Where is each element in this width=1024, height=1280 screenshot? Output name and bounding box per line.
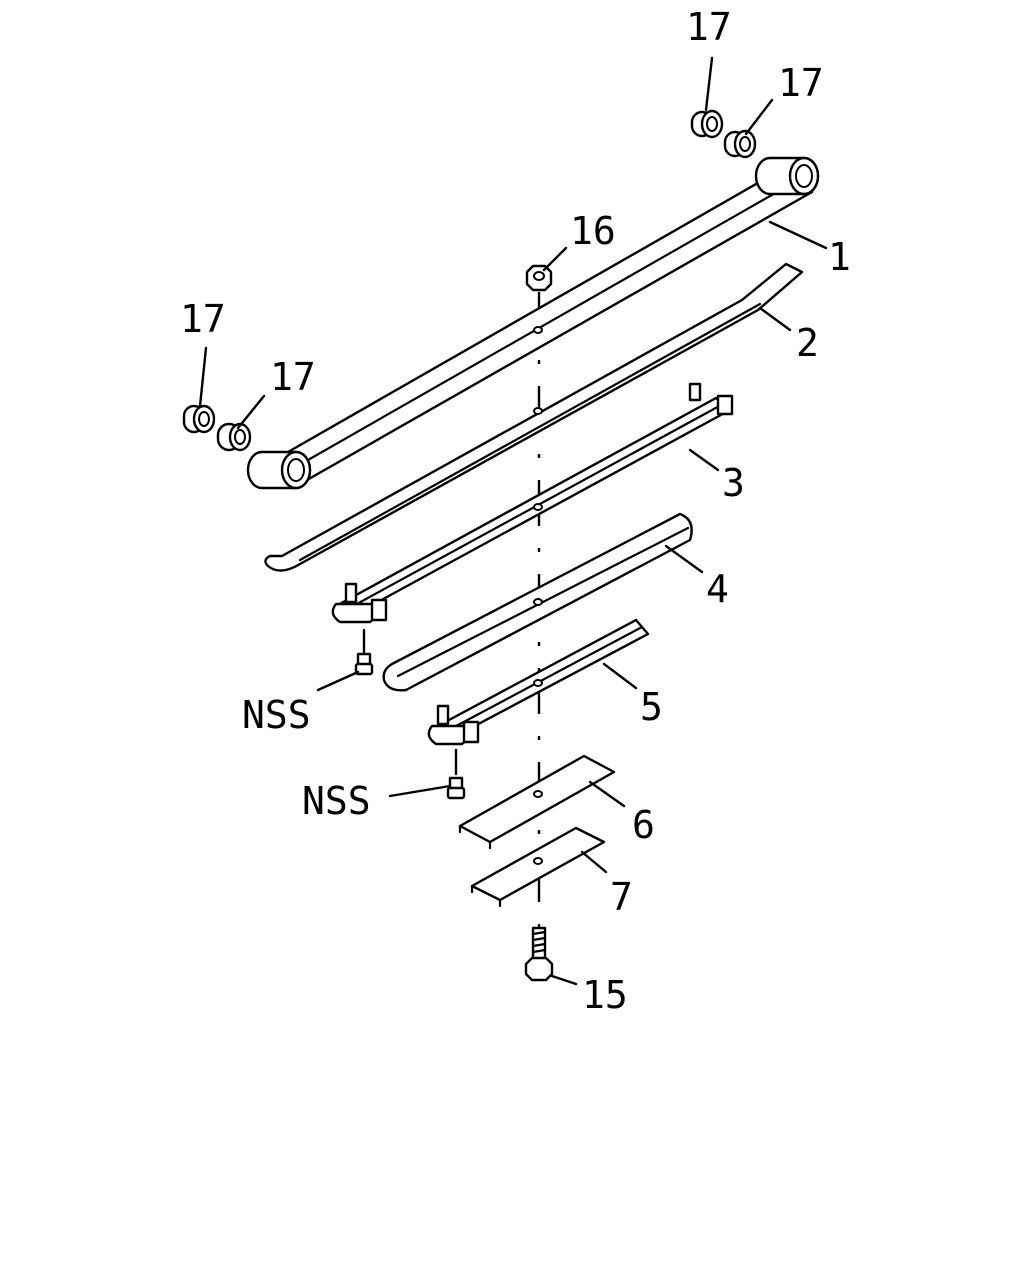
leader-3 (688, 448, 720, 472)
leader-7 (580, 850, 608, 874)
nss-bolt-upper (354, 628, 374, 676)
callout-5: 5 (640, 685, 663, 729)
front-eye (246, 450, 312, 490)
leader-16 (542, 246, 568, 272)
leaf-part-2 (264, 262, 804, 572)
leader-4 (664, 544, 704, 574)
leader-17c (198, 346, 208, 408)
leader-17a (704, 56, 714, 112)
callout-17-rear-inner: 17 (778, 61, 824, 105)
leader-2 (758, 306, 792, 332)
leader-15 (550, 974, 578, 986)
bushing-rear-outer (690, 109, 724, 139)
leaf-part-4 (382, 512, 693, 692)
leader-6 (588, 780, 626, 808)
bolt-part-15 (524, 926, 554, 982)
callout-17-front-outer: 17 (180, 297, 226, 341)
callout-2: 2 (796, 321, 819, 365)
leader-nss2 (388, 784, 452, 798)
callout-3: 3 (722, 461, 745, 505)
callout-17-rear-outer: 17 (686, 5, 732, 49)
bushing-front-outer (182, 404, 216, 434)
callout-15: 15 (582, 973, 628, 1017)
callout-4: 4 (706, 567, 729, 611)
leaf-part-3 (331, 382, 734, 624)
nss-bolt-lower (446, 748, 466, 800)
bushing-front-inner (216, 422, 252, 452)
leader-5 (602, 662, 638, 690)
callout-nss-lower: NSS (302, 779, 371, 823)
leader-17b (744, 98, 774, 136)
leader-1 (768, 220, 828, 250)
callout-7: 7 (610, 875, 633, 919)
plate-part-7 (470, 826, 606, 908)
rear-eye (754, 156, 820, 196)
leader-nss1 (316, 670, 360, 692)
plate-part-6 (458, 754, 616, 850)
callout-1: 1 (828, 235, 851, 279)
bushing-rear-inner (723, 129, 757, 159)
nut-part-16 (525, 264, 553, 292)
callout-nss-upper: NSS (242, 693, 311, 737)
callout-17-front-inner: 17 (270, 355, 316, 399)
callout-6: 6 (632, 803, 655, 847)
leader-17d (236, 394, 266, 430)
main-leaf-part-1 (246, 156, 820, 490)
callout-16: 16 (570, 209, 616, 253)
leaf-part-5 (427, 618, 650, 746)
